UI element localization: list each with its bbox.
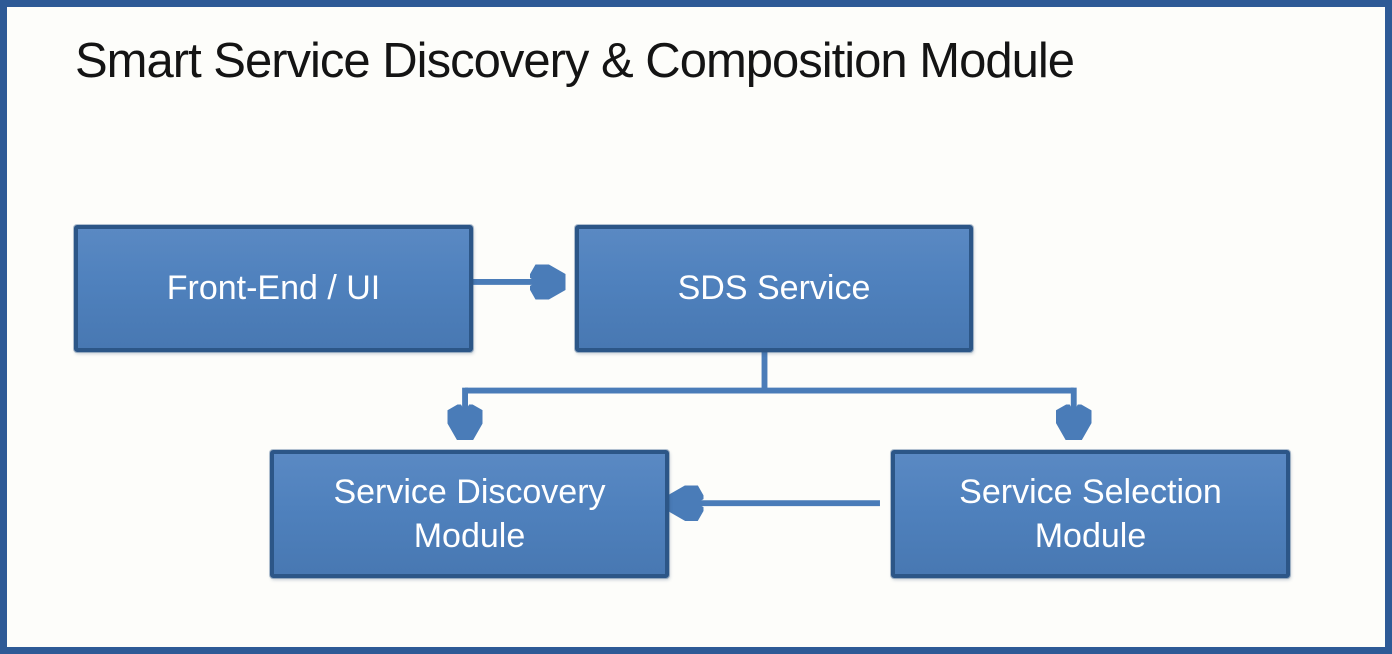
node-service-discovery-module-label: Service Discovery Module <box>333 472 606 555</box>
node-service-selection-module: Service Selection Module <box>891 450 1290 578</box>
node-sds-service-label: SDS Service <box>677 269 871 308</box>
node-service-selection-module-label: Service Selection Module <box>959 472 1222 555</box>
node-frontend-ui: Front-End / UI <box>74 225 473 352</box>
diagram-title: Smart Service Discovery & Composition Mo… <box>75 34 1075 88</box>
node-service-discovery-module: Service Discovery Module <box>270 450 669 578</box>
node-sds-service: SDS Service <box>575 225 973 352</box>
node-frontend-ui-label: Front-End / UI <box>166 269 381 308</box>
